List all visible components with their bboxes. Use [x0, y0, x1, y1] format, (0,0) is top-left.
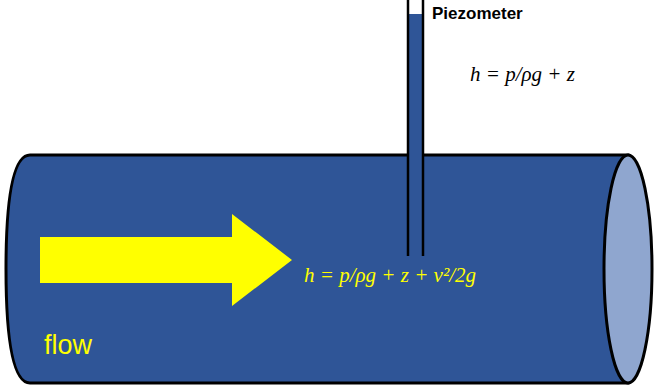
- pipe-section: flow h = p/ρg + z + v²/2g: [0, 150, 654, 387]
- head-formula: h = p/ρg + z: [470, 62, 575, 86]
- pipe-body: [6, 155, 628, 383]
- piezometer-wall: [407, 0, 410, 256]
- piezometer-water: [409, 14, 422, 257]
- flow-label: flow: [44, 330, 92, 361]
- pipe-end: [604, 155, 652, 383]
- piezometer-wall: [422, 0, 425, 256]
- instrument-name: Piezometer: [432, 4, 523, 24]
- flow-arrow: [40, 214, 292, 306]
- head-formula: h = p/ρg + z + v²/2g: [304, 263, 476, 287]
